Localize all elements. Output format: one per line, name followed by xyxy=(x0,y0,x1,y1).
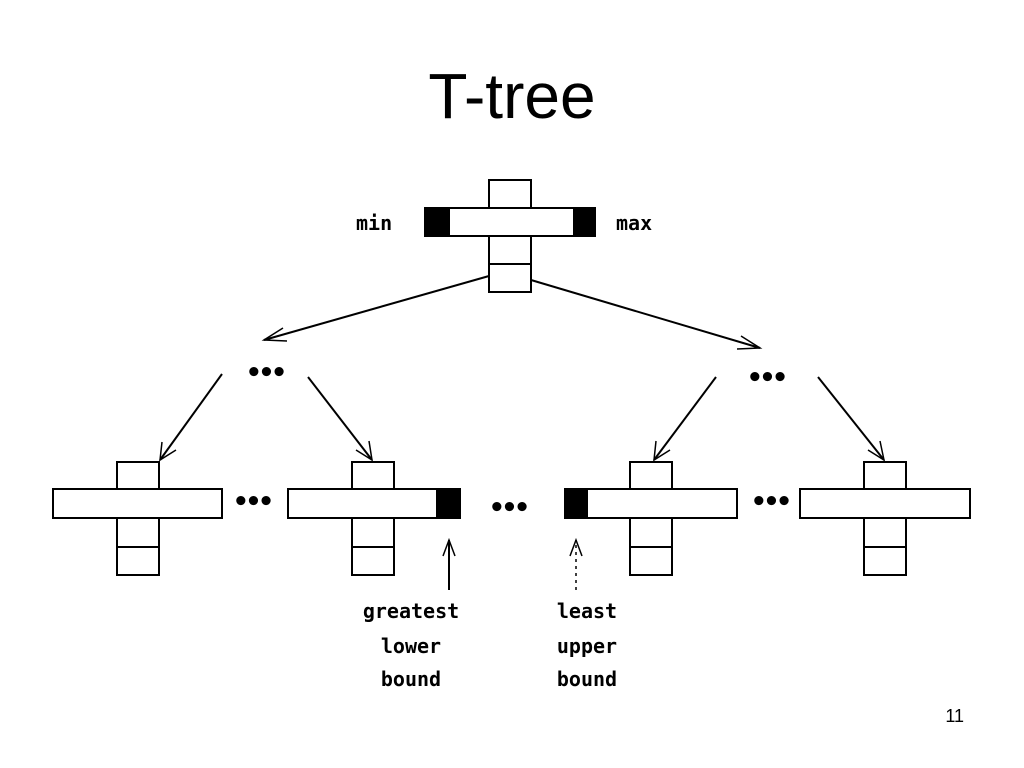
glb-label-line-1: greatest xyxy=(363,599,459,623)
leaf2-parent-pointer-cell xyxy=(351,461,395,490)
root-data-array xyxy=(424,207,596,237)
root-min-slot xyxy=(424,207,450,237)
ellipsis-mid-right: ••• xyxy=(747,363,785,393)
root-right-edge xyxy=(530,279,763,350)
ellipsis-mid-left: ••• xyxy=(246,358,284,388)
leaf2-right-pointer-cell xyxy=(351,546,395,576)
min-label: min xyxy=(356,211,392,235)
lub-pointer-arrow xyxy=(569,537,583,590)
lub-label-line-1: least xyxy=(557,599,617,623)
leaf-node-3 xyxy=(564,461,738,576)
mid-right-to-leaf4-edge xyxy=(817,376,886,462)
slide-number: 11 xyxy=(945,706,964,726)
ellipsis-leaf-3-4: ••• xyxy=(751,487,789,517)
leaf3-left-pointer-cell xyxy=(629,517,673,548)
leaf4-data-array xyxy=(799,488,971,519)
leaf4-right-pointer-cell xyxy=(863,546,907,576)
ellipsis-leaf-2-3: ••• xyxy=(489,493,527,523)
leaf1-parent-pointer-cell xyxy=(116,461,160,490)
lub-label-line-3: bound xyxy=(557,667,617,691)
leaf3-right-pointer-cell xyxy=(629,546,673,576)
leaf1-left-pointer-cell xyxy=(116,517,160,548)
leaf-node-1 xyxy=(52,461,223,576)
leaf2-data-array xyxy=(287,488,461,519)
leaf1-data-array xyxy=(52,488,223,519)
slide-title: T-tree xyxy=(428,60,596,132)
greatest-lower-bound-label: greatest lower bound xyxy=(363,599,459,691)
ellipsis-leaf-1-2: ••• xyxy=(233,487,271,517)
root-right-pointer-cell xyxy=(488,263,532,293)
leaf1-right-pointer-cell xyxy=(116,546,160,576)
leaf3-parent-pointer-cell xyxy=(629,461,673,490)
root-left-pointer-cell xyxy=(488,235,532,265)
lub-label-line-2: upper xyxy=(557,634,617,658)
greatest-lower-bound-slot xyxy=(436,488,461,519)
mid-left-to-leaf1-edge xyxy=(159,373,223,462)
leaf-node-4 xyxy=(799,461,971,576)
root-max-slot xyxy=(573,207,596,237)
mid-left-to-leaf2-edge xyxy=(307,376,373,462)
leaf4-parent-pointer-cell xyxy=(863,461,907,490)
leaf3-data-array xyxy=(564,488,738,519)
mid-right-to-leaf3-edge xyxy=(653,376,717,462)
leaf-node-2 xyxy=(287,461,461,576)
glb-pointer-arrow xyxy=(442,537,456,590)
glb-label-line-2: lower xyxy=(381,634,441,658)
root-parent-pointer-cell xyxy=(488,179,532,209)
least-upper-bound-label: least upper bound xyxy=(557,599,617,691)
root-node: min max xyxy=(356,179,652,293)
least-upper-bound-slot xyxy=(564,488,588,519)
root-left-edge xyxy=(261,275,490,342)
leaf4-left-pointer-cell xyxy=(863,517,907,548)
max-label: max xyxy=(616,211,652,235)
glb-label-line-3: bound xyxy=(381,667,441,691)
leaf2-left-pointer-cell xyxy=(351,517,395,548)
